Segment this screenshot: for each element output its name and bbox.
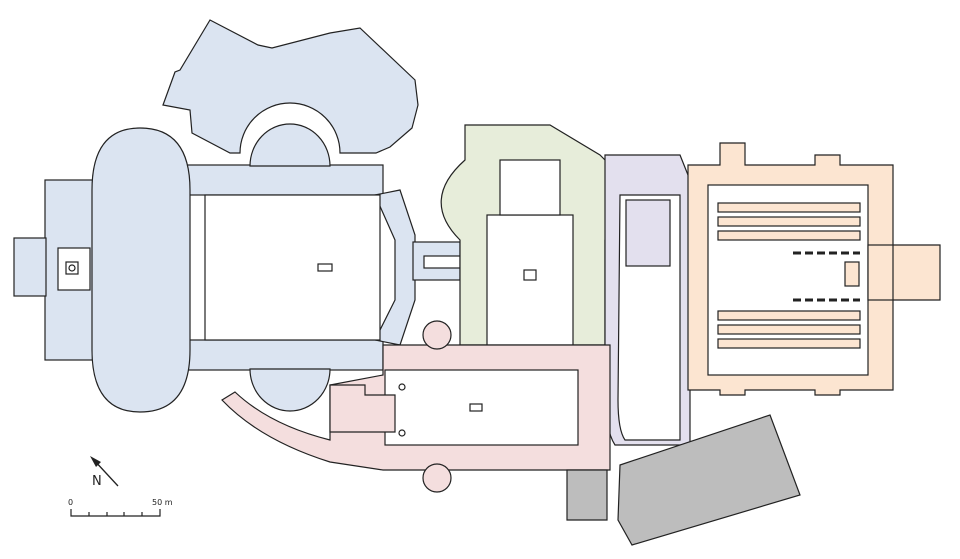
grey-building (617, 414, 801, 546)
north-arrow (90, 456, 119, 487)
west-steps (13, 237, 47, 297)
north-apse (249, 123, 331, 167)
green-hall (499, 159, 561, 216)
north-wing (162, 19, 419, 154)
south-apse (249, 368, 331, 412)
scale-end: 50 m (152, 498, 173, 507)
scale-start: 0 (68, 498, 73, 507)
pink-chapel (329, 384, 396, 433)
altar-pink (469, 403, 483, 412)
font-circle (68, 264, 76, 272)
column (398, 429, 406, 437)
east-altar (844, 261, 860, 287)
connector-room (625, 199, 671, 267)
apse-room (867, 244, 894, 301)
west-oval-hall (91, 127, 191, 413)
south-round-room (422, 463, 452, 493)
north-label: N (92, 474, 102, 489)
altar-green (523, 269, 537, 281)
grey-annex (566, 469, 608, 521)
south-corridor (184, 339, 384, 371)
nave-colonnades (717, 202, 861, 349)
connector-passage (423, 255, 461, 269)
font-square (65, 261, 79, 275)
scale-bar (70, 509, 161, 517)
altar-blue (317, 263, 333, 272)
north-corridor (184, 164, 384, 196)
column (398, 383, 406, 391)
east-angled-wall (374, 189, 416, 346)
blue-courtyard (204, 194, 381, 341)
north-round-room (422, 320, 452, 350)
